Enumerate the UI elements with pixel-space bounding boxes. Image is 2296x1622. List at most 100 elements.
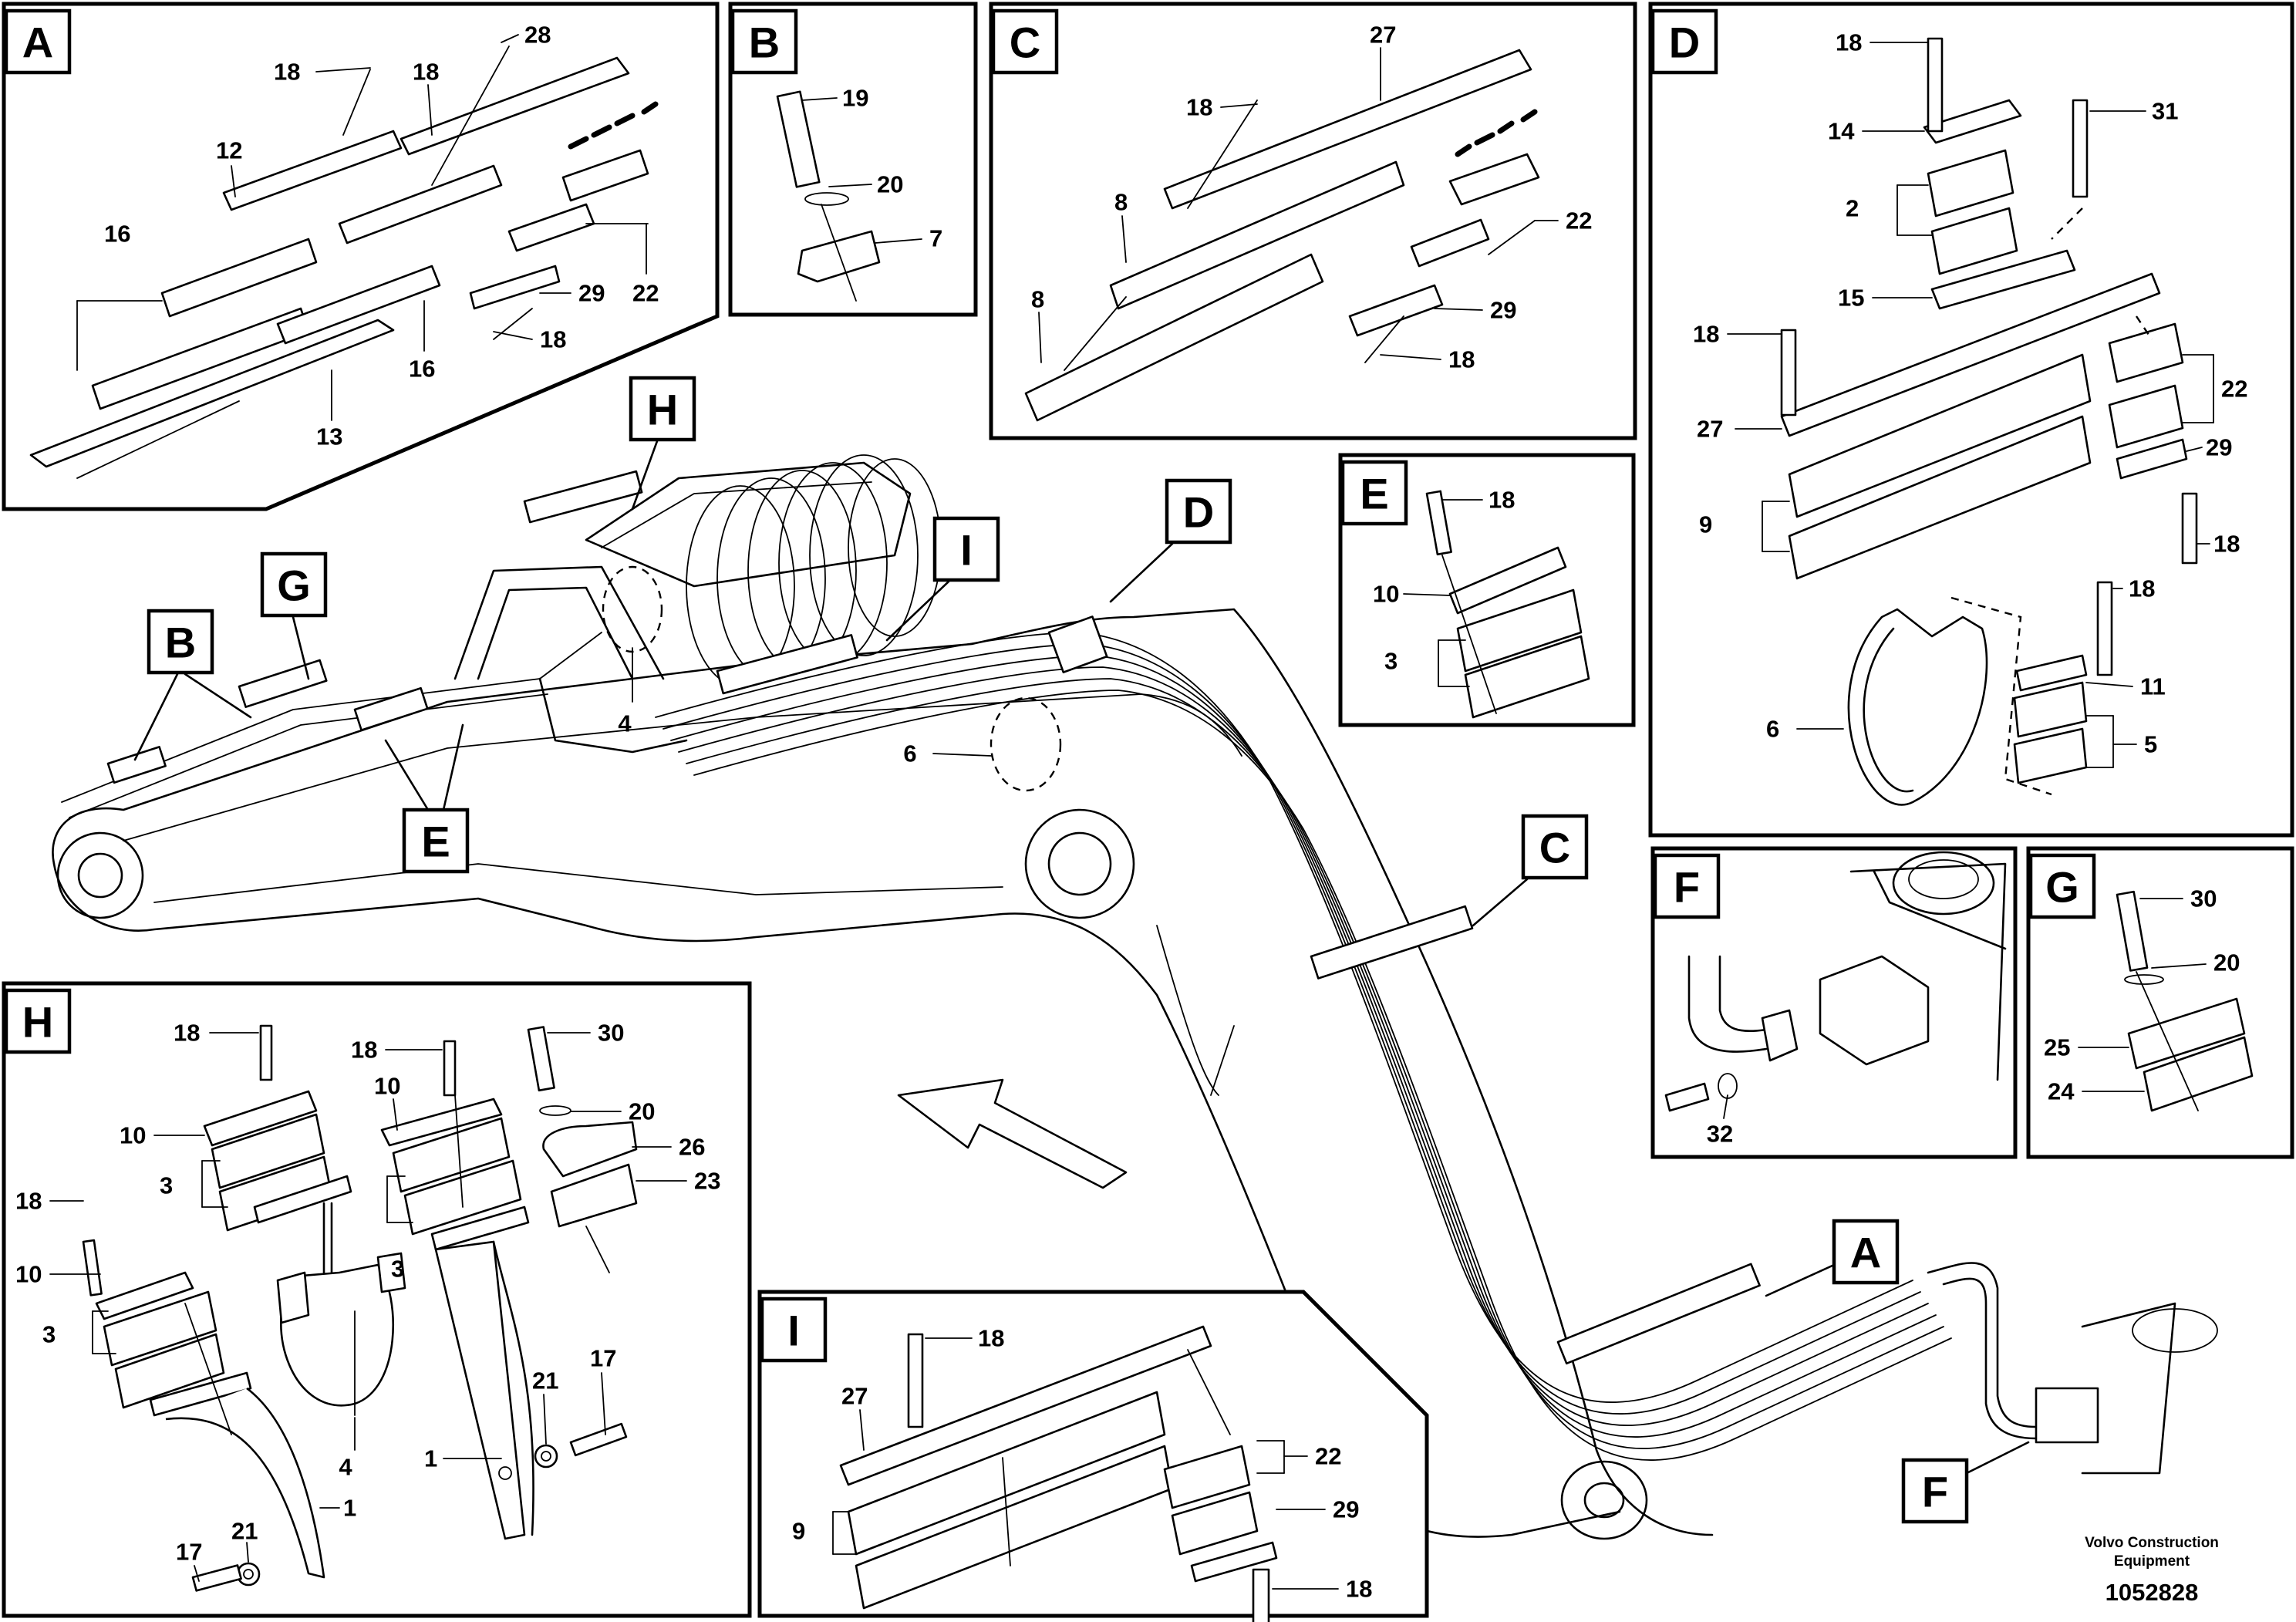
svg-text:28: 28 bbox=[524, 22, 551, 49]
detail-panel-B: B 19 20 7 bbox=[728, 2, 978, 317]
callout-G[interactable]: G bbox=[260, 551, 328, 680]
svg-text:27: 27 bbox=[841, 1383, 868, 1410]
svg-text:I: I bbox=[960, 526, 973, 575]
svg-text:18: 18 bbox=[413, 59, 439, 86]
svg-text:21: 21 bbox=[231, 1518, 258, 1545]
detail-panel-F: F 32 bbox=[1650, 846, 2018, 1159]
svg-text:32: 32 bbox=[1707, 1121, 1733, 1148]
callout-D[interactable]: D bbox=[1109, 478, 1232, 603]
panel-label: A bbox=[22, 19, 53, 67]
panel-label: B bbox=[749, 19, 780, 67]
svg-text:9: 9 bbox=[1699, 511, 1712, 538]
svg-text:18: 18 bbox=[2129, 575, 2155, 602]
svg-text:30: 30 bbox=[2190, 885, 2217, 912]
svg-text:3: 3 bbox=[160, 1172, 173, 1199]
svg-text:G: G bbox=[277, 561, 311, 610]
svg-text:12: 12 bbox=[216, 137, 242, 164]
svg-text:11: 11 bbox=[2140, 673, 2166, 700]
svg-text:10: 10 bbox=[374, 1073, 400, 1100]
detail-panel-D: D 18 14 31 2 bbox=[1648, 2, 2294, 838]
caption-line-1: Volvo Construction bbox=[2085, 1535, 2219, 1551]
svg-text:3: 3 bbox=[1384, 648, 1397, 675]
caption-line-2: Equipment bbox=[2114, 1553, 2190, 1570]
svg-text:3: 3 bbox=[391, 1256, 404, 1283]
svg-text:18: 18 bbox=[15, 1188, 42, 1215]
callout-C[interactable]: C bbox=[1472, 814, 1589, 927]
svg-text:21: 21 bbox=[532, 1367, 558, 1394]
svg-text:H: H bbox=[647, 386, 678, 434]
svg-text:27: 27 bbox=[1697, 416, 1723, 443]
detail-panel-E: E 18 10 3 bbox=[1338, 453, 1636, 727]
svg-text:A: A bbox=[1850, 1229, 1881, 1277]
callout-B[interactable]: B bbox=[133, 609, 252, 761]
svg-text:B: B bbox=[165, 619, 196, 667]
svg-text:18: 18 bbox=[351, 1037, 377, 1064]
detail-panel-A: A 18 28 18 12 16 bbox=[2, 2, 720, 511]
svg-text:8: 8 bbox=[1114, 189, 1128, 216]
svg-text:1: 1 bbox=[424, 1445, 437, 1472]
svg-text:6: 6 bbox=[1766, 716, 1779, 743]
svg-text:26: 26 bbox=[679, 1134, 705, 1161]
svg-text:22: 22 bbox=[632, 280, 659, 307]
svg-text:C: C bbox=[1539, 824, 1570, 872]
svg-text:14: 14 bbox=[1828, 118, 1855, 145]
svg-text:18: 18 bbox=[540, 326, 566, 353]
svg-text:29: 29 bbox=[1333, 1496, 1359, 1523]
svg-text:22: 22 bbox=[2221, 376, 2247, 403]
part-number-6: 6 bbox=[903, 740, 916, 767]
svg-text:23: 23 bbox=[694, 1168, 720, 1195]
svg-text:31: 31 bbox=[2152, 98, 2178, 125]
svg-text:29: 29 bbox=[2206, 434, 2232, 461]
svg-text:15: 15 bbox=[1838, 285, 1864, 312]
panel-label: F bbox=[1674, 863, 1700, 912]
callout-F[interactable]: F bbox=[1901, 1441, 2030, 1524]
svg-text:13: 13 bbox=[316, 423, 342, 450]
detail-panel-H: H bbox=[2, 981, 752, 1618]
svg-text:16: 16 bbox=[409, 356, 435, 383]
detail-panel-C: C 27 18 8 8 22 29 18 bbox=[989, 2, 1637, 440]
callout-I[interactable]: I bbox=[885, 516, 1000, 642]
svg-text:10: 10 bbox=[120, 1122, 146, 1149]
svg-text:18: 18 bbox=[174, 1020, 200, 1047]
svg-text:E: E bbox=[421, 818, 450, 866]
callout-E[interactable]: E bbox=[384, 723, 470, 874]
svg-text:D: D bbox=[1183, 488, 1214, 537]
svg-text:18: 18 bbox=[978, 1325, 1004, 1352]
panel-label: E bbox=[1360, 470, 1388, 518]
svg-text:4: 4 bbox=[339, 1454, 352, 1481]
svg-text:3: 3 bbox=[42, 1321, 56, 1348]
svg-text:22: 22 bbox=[1315, 1443, 1341, 1470]
svg-text:18: 18 bbox=[1186, 94, 1212, 121]
detail-panel-I: I 18 27 22 29 9 18 bbox=[757, 1290, 1429, 1622]
svg-text:24: 24 bbox=[2048, 1078, 2075, 1105]
svg-text:27: 27 bbox=[1370, 22, 1396, 49]
svg-text:18: 18 bbox=[1836, 29, 1862, 56]
svg-text:18: 18 bbox=[1693, 321, 1719, 348]
svg-text:7: 7 bbox=[929, 225, 942, 252]
svg-text:1: 1 bbox=[343, 1495, 356, 1522]
svg-text:22: 22 bbox=[1566, 207, 1592, 234]
callout-H[interactable]: H bbox=[629, 376, 696, 511]
svg-text:8: 8 bbox=[1031, 286, 1044, 313]
svg-text:19: 19 bbox=[842, 85, 868, 112]
panel-label: C bbox=[1010, 19, 1040, 67]
svg-text:F: F bbox=[1922, 1468, 1948, 1516]
part-number-4: 4 bbox=[618, 710, 632, 737]
svg-text:18: 18 bbox=[1346, 1576, 1372, 1603]
svg-text:10: 10 bbox=[15, 1261, 42, 1288]
svg-text:20: 20 bbox=[629, 1098, 655, 1125]
direction-arrow-icon bbox=[897, 1078, 1128, 1189]
svg-text:18: 18 bbox=[1489, 487, 1515, 514]
svg-text:10: 10 bbox=[1373, 581, 1399, 608]
svg-text:5: 5 bbox=[2144, 731, 2157, 758]
callout-A[interactable]: A bbox=[1765, 1219, 1900, 1297]
svg-text:29: 29 bbox=[578, 280, 605, 307]
svg-text:30: 30 bbox=[598, 1020, 624, 1047]
svg-text:17: 17 bbox=[176, 1539, 202, 1566]
panel-label: D bbox=[1669, 19, 1700, 67]
svg-text:18: 18 bbox=[1448, 346, 1475, 373]
publisher-caption: Volvo Construction Equipment 1052828 bbox=[2085, 1535, 2219, 1606]
svg-text:20: 20 bbox=[877, 171, 903, 198]
panel-label: G bbox=[2045, 863, 2079, 912]
